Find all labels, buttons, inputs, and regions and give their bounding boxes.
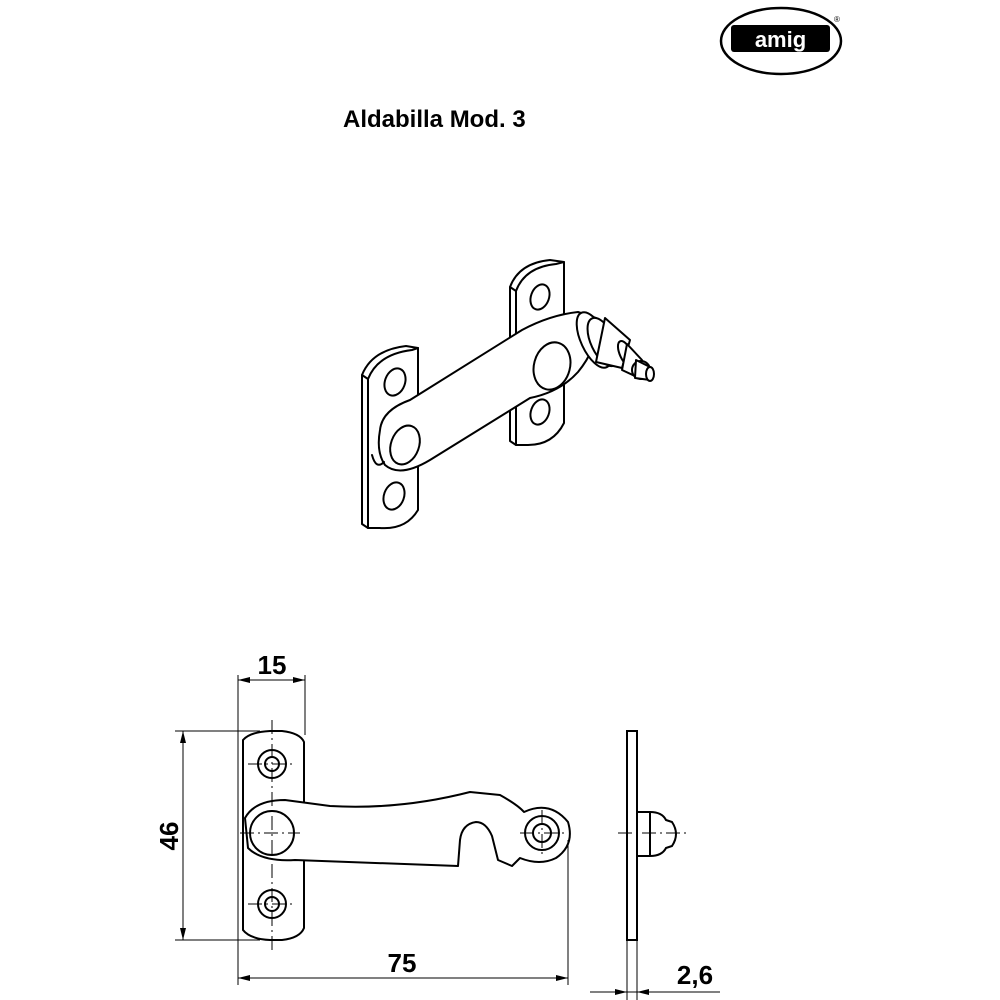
latch-knob [575, 311, 655, 382]
right-plate-top-hole [529, 283, 551, 311]
dimension-thickness: 2,6 [677, 960, 713, 990]
latch-hook-slot [532, 341, 572, 391]
dimension-overall-length: 75 [388, 948, 417, 978]
registered-mark: ® [834, 15, 840, 24]
latch-bar-pivot-hole [389, 424, 421, 466]
side-view-plate [626, 730, 638, 941]
dimension-arrows [180, 677, 649, 995]
front-view [242, 730, 571, 941]
brand-logo-text: amig [755, 27, 806, 52]
side-view-knob [636, 811, 677, 857]
dimension-lines [175, 675, 720, 1000]
left-plate-bottom-hole [382, 481, 406, 511]
left-plate-top-hole [383, 367, 407, 397]
side-view [618, 730, 690, 941]
brand-logo: amig ® [719, 6, 843, 76]
drawing-title: Aldabilla Mod. 3 [343, 106, 526, 133]
right-plate-bottom-hole [529, 398, 551, 426]
center-lines [240, 720, 566, 950]
dimension-plate-width: 15 [258, 650, 287, 680]
isometric-view [361, 259, 655, 530]
dimension-plate-height: 46 [154, 822, 184, 851]
